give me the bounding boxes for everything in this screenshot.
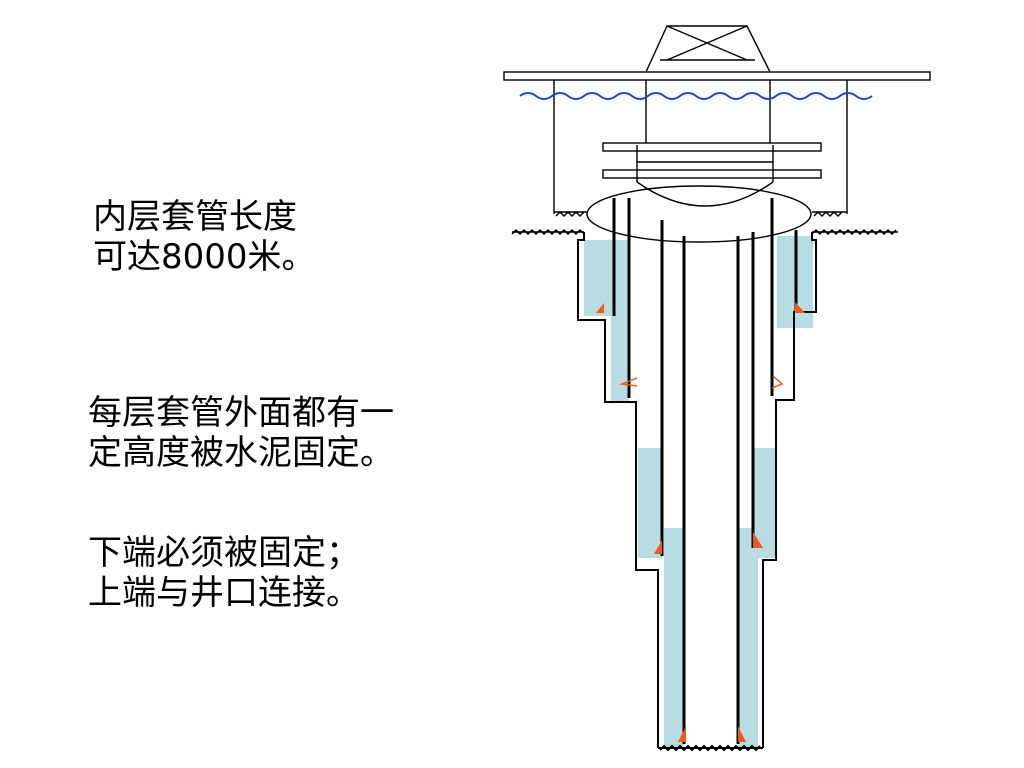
shoe-marker — [738, 726, 746, 742]
borehole-wall-right — [762, 232, 817, 748]
derrick-top — [645, 25, 771, 73]
text-line: 内层套管长度 — [93, 197, 297, 237]
wellhead-ellipse — [586, 185, 812, 243]
water-surface — [519, 92, 873, 100]
cement-right-inner — [738, 528, 758, 748]
text-block-cement-fixing: 每层套管外面都有一 定高度被水泥固定。 — [88, 393, 394, 473]
wellhead-structure — [503, 25, 931, 243]
text-line: 每层套管外面都有一 — [88, 393, 394, 433]
borehole-outline — [577, 232, 817, 752]
text-line: 上端与井口连接。 — [88, 573, 360, 613]
casing-strings — [612, 198, 798, 744]
legfoot-right — [812, 210, 847, 218]
borehole-bottom-hatch — [659, 744, 761, 752]
sea-floor-right-hatch — [811, 228, 897, 236]
flange-bottom — [602, 169, 822, 179]
cement-left-inner — [664, 528, 684, 748]
text-block-ends: 下端必须被固定； 上端与井口连接。 — [88, 533, 360, 613]
cement-regions — [584, 236, 813, 748]
shoe-outline — [619, 377, 638, 387]
flange-top — [602, 142, 822, 152]
shoe-outline — [771, 375, 784, 389]
wellhead-dome — [636, 181, 774, 207]
cement-right-third — [753, 448, 776, 558]
text-line: 定高度被水泥固定。 — [88, 433, 394, 473]
shoe-marker — [654, 540, 662, 554]
shoe-marker — [753, 532, 763, 548]
shoe-marker — [795, 302, 805, 313]
text-line: 下端必须被固定； — [88, 533, 360, 573]
cement-left-third — [638, 448, 662, 558]
casing-shoes — [596, 302, 805, 742]
open-shoes — [619, 375, 784, 389]
borehole-wall-left — [577, 232, 659, 748]
legfoot-left — [554, 210, 588, 218]
shoe-marker — [678, 726, 686, 742]
shoe-marker — [596, 303, 604, 313]
text-block-casing-length: 内层套管长度 可达8000米。 — [93, 197, 316, 277]
platform-deck — [503, 71, 931, 81]
sea-floor-left-hatch — [511, 228, 585, 236]
sea-floor — [511, 210, 898, 236]
cement-left-outer — [584, 240, 614, 316]
text-line: 可达8000米。 — [93, 237, 316, 277]
